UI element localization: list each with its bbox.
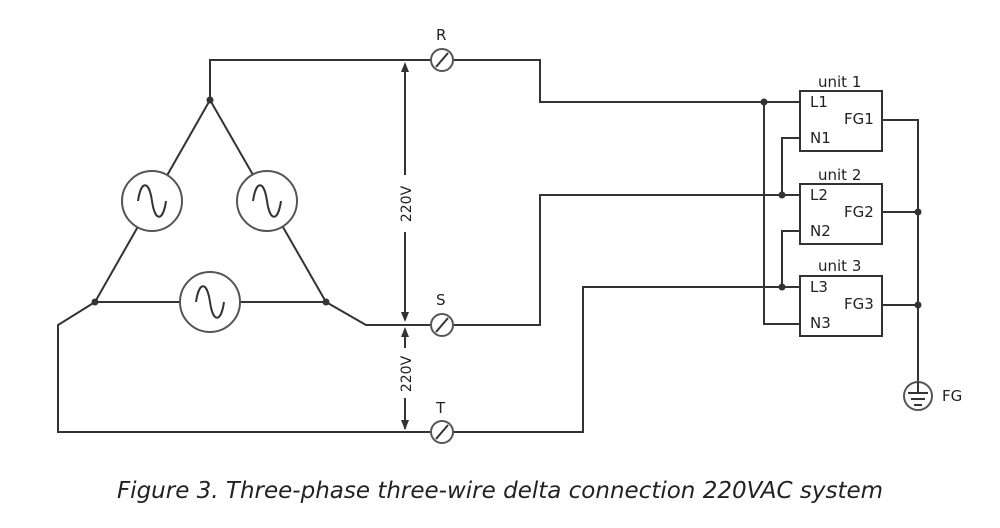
line-s-to-terminal bbox=[325, 301, 430, 326]
unit-3-neutral-label: N3 bbox=[810, 314, 831, 332]
ac-source-left-icon bbox=[121, 170, 183, 232]
terminal-r-label: R bbox=[436, 26, 446, 44]
unit-2: unit 2 L2 N2 FG2 bbox=[799, 166, 883, 245]
delta-source bbox=[91, 96, 330, 333]
unit-1-title: unit 1 bbox=[818, 73, 861, 91]
voltage-dimension-rs bbox=[401, 62, 409, 322]
junction-dot-l2 bbox=[778, 191, 786, 199]
unit-2-title: unit 2 bbox=[818, 166, 861, 184]
ac-source-right-icon bbox=[236, 170, 298, 232]
unit-3-ground-label: FG3 bbox=[844, 295, 874, 313]
line-r-to-terminal bbox=[209, 59, 430, 100]
unit-3: unit 3 L3 N3 FG3 bbox=[799, 257, 883, 337]
unit-1-ground-label: FG1 bbox=[844, 110, 874, 128]
terminal-s-icon bbox=[430, 313, 454, 337]
figure-caption: Figure 3. Three-phase three-wire delta c… bbox=[117, 478, 883, 504]
line-s-to-unit2 bbox=[454, 194, 800, 326]
unit-1-line-label: L1 bbox=[810, 93, 828, 111]
terminal-s-label: S bbox=[436, 291, 446, 309]
voltage-dimension-st bbox=[401, 327, 409, 430]
line-t-to-unit3 bbox=[454, 286, 800, 433]
ac-source-bottom-icon bbox=[179, 271, 241, 333]
wire-n1-to-l2 bbox=[781, 137, 800, 195]
junction-dot-fg2 bbox=[914, 208, 922, 216]
wire-l1-to-n3 bbox=[763, 102, 800, 325]
unit-3-line-label: L3 bbox=[810, 278, 828, 296]
ground-label: FG bbox=[942, 387, 962, 405]
unit-1-neutral-label: N1 bbox=[810, 129, 831, 147]
junction-dot-l3 bbox=[778, 283, 786, 291]
unit-2-line-label: L2 bbox=[810, 186, 828, 204]
earth-ground-icon bbox=[903, 381, 933, 411]
voltage-label-st: 220V bbox=[399, 355, 415, 392]
line-r-to-unit1 bbox=[454, 59, 800, 103]
terminal-r-icon bbox=[430, 48, 454, 72]
unit-3-title: unit 3 bbox=[818, 257, 861, 275]
wire-n2-to-l3 bbox=[781, 230, 800, 287]
unit-2-neutral-label: N2 bbox=[810, 222, 831, 240]
unit-2-ground-label: FG2 bbox=[844, 203, 874, 221]
junction-dot-fg3 bbox=[914, 301, 922, 309]
unit-1: unit 1 L1 N1 FG1 bbox=[799, 73, 883, 152]
line-t-to-terminal bbox=[57, 301, 430, 433]
terminal-t-icon bbox=[430, 420, 454, 444]
ground-bus bbox=[882, 119, 919, 382]
voltage-label-rs: 220V bbox=[399, 185, 415, 222]
terminal-t-label: T bbox=[435, 399, 446, 417]
junction-dot-l1 bbox=[760, 98, 768, 106]
